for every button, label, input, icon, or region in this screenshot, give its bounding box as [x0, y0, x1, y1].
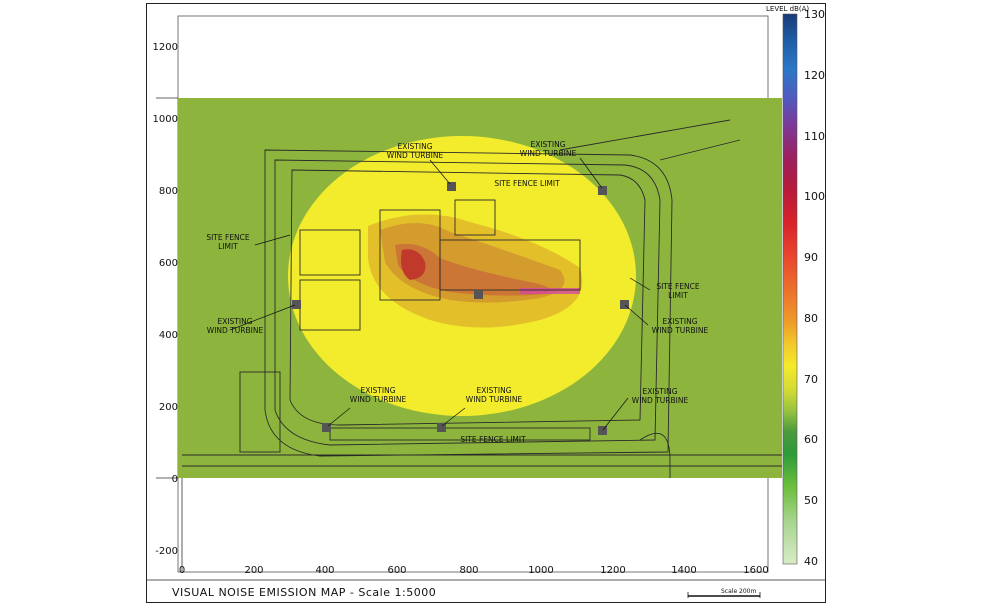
hotspot [401, 249, 426, 280]
zone-85 [395, 243, 550, 296]
hotspot-magenta [520, 288, 580, 294]
scale-bar [687, 592, 761, 598]
wind-turbines [292, 182, 629, 435]
legend-tick: 70 [804, 373, 818, 386]
annotation-line: WIND TURBINE [207, 326, 264, 335]
legend: 130 120 110 100 90 80 70 60 50 40 [782, 8, 825, 568]
legend-tick: 50 [804, 494, 818, 507]
plant-block-2 [439, 239, 581, 291]
annotation-line: WIND TURBINE [520, 149, 577, 158]
annotation-line: EXISTING [530, 140, 565, 149]
legend-title: LEVEL dB(A) [766, 5, 810, 13]
plant-block-4 [299, 229, 361, 276]
perimeter-road [274, 159, 661, 446]
annotation-line: SITE FENCE [656, 282, 700, 291]
legend-color-bar [782, 13, 798, 565]
legend-tick: 130 [804, 8, 825, 21]
annotation-line: LIMIT [668, 291, 688, 300]
sw-building [239, 371, 281, 453]
annotation-line: EXISTING [476, 386, 511, 395]
annotation-line: WIND TURBINE [350, 395, 407, 404]
x-tick-label: 800 [459, 565, 478, 576]
turbine-marker [598, 426, 607, 435]
turbine-marker [598, 186, 607, 195]
annotation-line: EXISTING [642, 387, 677, 396]
turbine-marker [474, 290, 483, 299]
y-tick-label: -200 [155, 546, 178, 557]
map-title: VISUAL NOISE EMISSION MAP - Scale 1:5000 [172, 586, 437, 599]
x-tick-label: 600 [387, 565, 406, 576]
y-tick-label: 600 [159, 258, 178, 269]
annotation-line: WIND TURBINE [632, 396, 689, 405]
x-tick-label: 1200 [600, 565, 625, 576]
y-tick-label: 800 [159, 186, 178, 197]
legend-tick: 40 [804, 555, 818, 568]
annotation-line: SITE FENCE LIMIT [494, 179, 560, 188]
legend-tick: 120 [804, 69, 825, 82]
outer-road [264, 149, 673, 457]
y-axis-ticks: 1200 1000 800 600 400 200 0 -200 [153, 42, 178, 557]
annotation-line: WIND TURBINE [652, 326, 709, 335]
turbine-marker [447, 182, 456, 191]
turbine-marker [292, 300, 301, 309]
plant-block-3 [454, 199, 496, 236]
annotation-line: WIND TURBINE [466, 395, 523, 404]
x-tick-label: 0 [179, 565, 185, 576]
y-tick-label: 1000 [153, 114, 178, 125]
y-tick-label: 200 [159, 402, 178, 413]
legend-tick: 90 [804, 251, 818, 264]
x-tick-label: 400 [315, 565, 334, 576]
x-tick-label: 1600 [743, 565, 768, 576]
annotation-line: EXISTING [217, 317, 252, 326]
x-tick-label: 1400 [671, 565, 696, 576]
x-axis-ticks: 0 200 400 600 800 1000 1200 1400 1600 [179, 565, 769, 576]
annotation-line: EXISTING [397, 142, 432, 151]
road-ne [559, 119, 731, 151]
y-tick-label: 400 [159, 330, 178, 341]
south-strip [329, 427, 591, 441]
scale-bar-label: Scale 200m [721, 588, 757, 595]
noise-contours [178, 98, 782, 478]
y-tick-label: 0 [172, 474, 178, 485]
annotation-line: EXISTING [360, 386, 395, 395]
road-ne-2 [659, 139, 741, 161]
annotation-line: SITE FENCE LIMIT [460, 435, 526, 444]
legend-tick: 110 [804, 130, 825, 143]
annotation-line: EXISTING [662, 317, 697, 326]
legend-tick: 60 [804, 433, 818, 446]
x-tick-label: 1000 [528, 565, 553, 576]
legend-tick: 80 [804, 312, 818, 325]
annotation-line: SITE FENCE [206, 233, 250, 242]
turbine-marker [322, 423, 331, 432]
site-fence-outline [289, 169, 646, 426]
y-tick-label: 1200 [153, 42, 178, 53]
se-loop [639, 432, 671, 478]
annotation-line: WIND TURBINE [387, 151, 444, 160]
site-linework [182, 119, 782, 478]
axis-lines [156, 97, 183, 572]
x-tick-label: 200 [244, 565, 263, 576]
turbine-marker [620, 300, 629, 309]
annotation-line: LIMIT [218, 242, 238, 251]
legend-tick: 100 [804, 190, 825, 203]
leader-lines [229, 157, 651, 431]
turbine-marker [437, 423, 446, 432]
